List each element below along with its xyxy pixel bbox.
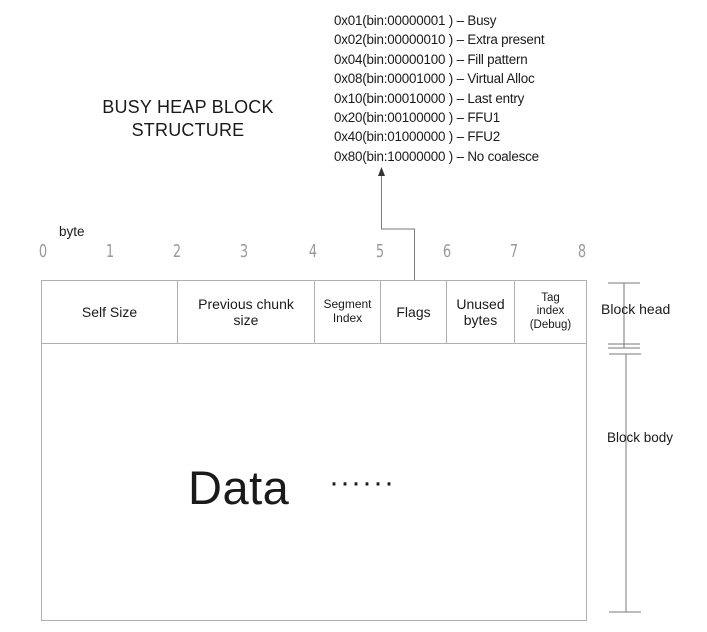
field-unused-bytes: Unused bytes [447, 281, 515, 343]
byte-unit-label: byte [59, 224, 85, 239]
flag-entry: 0x40(bin:01000000 ) – FFU2 [334, 129, 501, 145]
block-body-data-label: Data [188, 461, 290, 514]
byte-tick: 8 [577, 241, 587, 262]
byte-tick: 7 [509, 241, 519, 262]
byte-tick: 4 [308, 241, 318, 262]
byte-tick: 6 [442, 241, 452, 262]
block-head-label: Block head [601, 301, 671, 317]
flag-entry: 0x80(bin:10000000 ) – No coalesce [334, 148, 539, 164]
arrow-head-icon [378, 167, 385, 176]
block-body-label: Block body [607, 430, 674, 445]
field-flags: Flags [381, 281, 447, 343]
flag-entry: 0x08(bin:00001000 ) – Virtual Alloc [334, 71, 535, 87]
byte-tick: 1 [105, 241, 115, 262]
block-head-row: Self Size Previous chunk size Segment In… [42, 281, 586, 344]
diagram-title: BUSY HEAP BLOCK STRUCTURE [70, 96, 306, 142]
flags-connector-line [381, 176, 415, 281]
byte-tick: 5 [375, 241, 385, 262]
field-tag-index: Tag index (Debug) [529, 292, 572, 331]
title-line-1: BUSY HEAP BLOCK [102, 97, 274, 117]
flag-entry: 0x10(bin:00010000 ) – Last entry [334, 90, 525, 106]
byte-tick: 0 [38, 241, 48, 262]
flag-entry: 0x01(bin:00000001 ) – Busy [334, 13, 497, 28]
field-segment-index: Segment Index [315, 281, 381, 343]
flag-entry: 0x20(bin:00100000 ) – FFU1 [334, 109, 501, 125]
heap-block: Self Size Previous chunk size Segment In… [41, 280, 587, 621]
field-self-size: Self Size [42, 281, 178, 343]
field-previous-chunk-size: Previous chunk size [178, 281, 315, 343]
byte-tick: 2 [172, 241, 182, 262]
block-body-ellipsis: ······ [329, 466, 395, 499]
flags-legend: 0x01(bin:00000001 ) – Busy 0x02(bin:0000… [334, 11, 634, 166]
flag-entry: 0x02(bin:00000010 ) – Extra present [334, 32, 545, 48]
title-line-2: STRUCTURE [131, 120, 245, 140]
flag-entry: 0x04(bin:00000100 ) – Fill pattern [334, 51, 528, 67]
byte-tick: 3 [239, 241, 249, 262]
